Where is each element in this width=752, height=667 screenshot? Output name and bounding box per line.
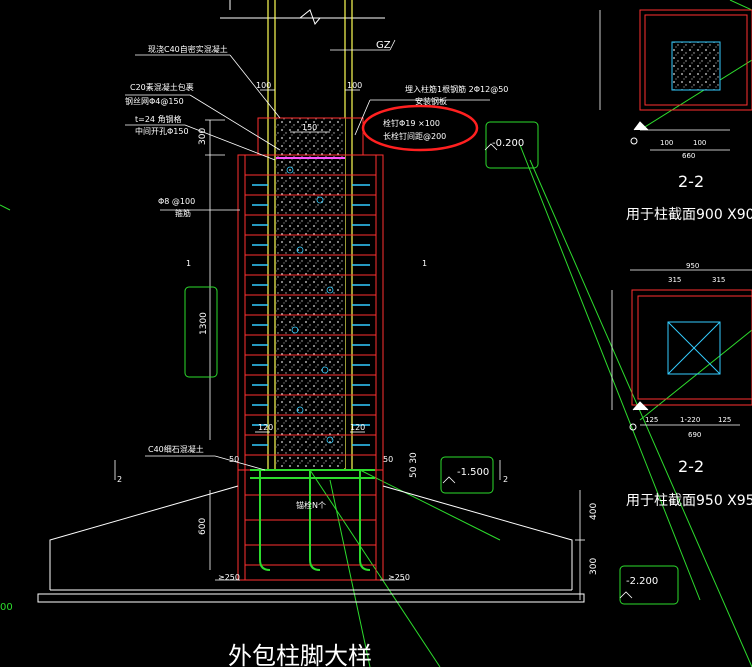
drawing-title: 外包柱脚大样	[228, 642, 372, 667]
leaders	[125, 39, 490, 471]
left-edge-num: 00	[0, 602, 13, 613]
elev-mid: -1.500	[457, 467, 489, 478]
inner-cyan-marks	[286, 166, 334, 444]
side-1a: 1	[186, 259, 191, 268]
circled-note-2: 长栓钉间距@200	[383, 131, 446, 141]
dim-250a: ≥250	[218, 573, 240, 582]
c40-note: 现浇C40自密实混凝土	[148, 44, 228, 54]
side-2a: 2	[117, 475, 122, 484]
plate-note-2: 中间开孔Φ150	[135, 126, 189, 136]
base-plate	[250, 469, 375, 571]
side-1b: 1	[422, 259, 427, 268]
section-1-title: 2-2	[678, 172, 704, 191]
dim-50-30: 50 30	[409, 452, 419, 478]
left-bar-note: Φ8 @100	[158, 197, 195, 206]
dim-1300: 1300	[199, 312, 209, 335]
top-left-dim: 100	[256, 81, 271, 90]
c40-base-note: C40细石混凝土	[148, 444, 204, 454]
dim-50a: 50	[229, 455, 239, 464]
circled-note-1: 栓钉Φ19 ×100	[383, 118, 440, 128]
dim-120b: 120	[350, 423, 365, 432]
highlight-circle	[361, 104, 479, 152]
plate-note: t=24 角钢格	[135, 114, 182, 124]
section-1-caption: 用于柱截面900 X900	[626, 207, 752, 223]
elev-bot: -2.200	[626, 576, 658, 587]
right-400: 400	[589, 503, 599, 520]
side-2b: 2	[503, 475, 508, 484]
sec2-dim-c: 125	[718, 416, 731, 424]
section-2-caption: 用于柱截面950 X950	[626, 493, 752, 509]
dim-50b: 50	[383, 455, 393, 464]
shear-studs	[252, 184, 370, 446]
sec1-dim-total: 660	[682, 152, 695, 160]
dim-250b: ≥250	[388, 573, 410, 582]
top-right-dim: 100	[347, 81, 362, 90]
mesh-note: 钢丝网Φ4@150	[125, 96, 184, 106]
gz-label: GZ	[376, 40, 391, 51]
dim-300: 300	[198, 128, 208, 145]
section-view-2	[611, 269, 752, 431]
footing	[37, 485, 585, 603]
sec2-row-a: 315	[668, 276, 681, 284]
sec2-dim-b: 1-220	[680, 416, 700, 424]
sec2-top-dim: 950	[686, 262, 699, 270]
sec2-dim-a: 125	[645, 416, 658, 424]
dim-600: 600	[198, 518, 208, 535]
elevation-markers	[114, 143, 633, 599]
section-2-title: 2-2	[678, 457, 704, 476]
stirrups	[245, 174, 376, 566]
sec2-row-b: 315	[712, 276, 725, 284]
dim-150: 150	[302, 123, 317, 132]
sec1-dim-b: 100	[693, 139, 706, 147]
green-boxes	[184, 121, 679, 605]
embed-note: 埋入柱筋1根钢筋 2Φ12@50	[405, 84, 508, 94]
dimension-lines	[205, 89, 585, 600]
sec2-dim-total: 690	[688, 431, 701, 439]
concrete-core	[276, 118, 345, 468]
base-note: 锚栓N个	[296, 500, 326, 510]
dim-120a: 120	[258, 423, 273, 432]
elev-top: -0.200	[492, 138, 524, 149]
c20-note: C20素混凝土包裹	[130, 82, 194, 92]
embed-note-2: 安装钢板	[415, 96, 447, 106]
left-bar-note-2: 箍筋	[175, 208, 191, 218]
right-300: 300	[589, 558, 599, 575]
sec1-dim-a: 100	[660, 139, 673, 147]
section-view-1	[599, 9, 752, 151]
